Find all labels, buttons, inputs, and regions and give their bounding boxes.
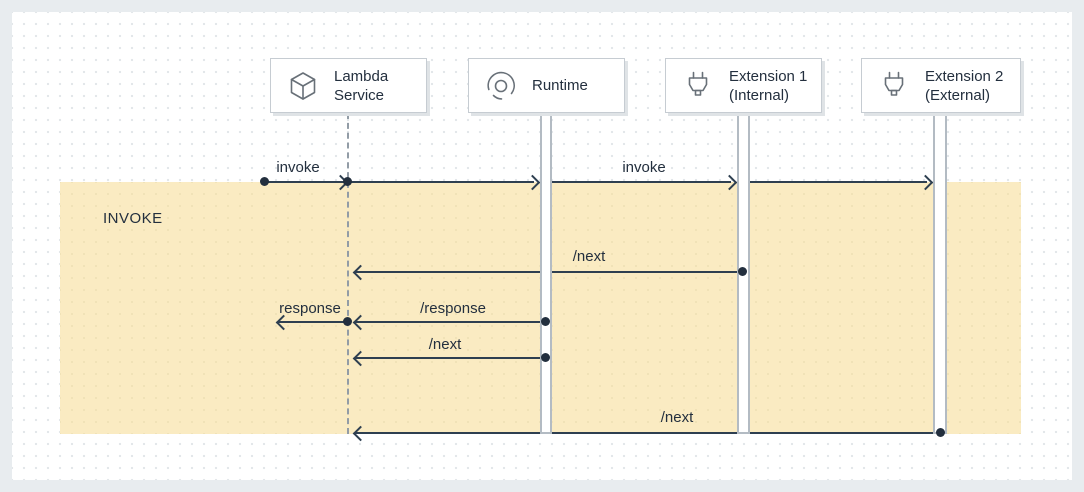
message-origin-dot (541, 353, 550, 362)
participant-label-line: (Internal) (729, 86, 790, 104)
arrow-invoke-to-extension-1 (552, 181, 731, 183)
participant-label-line: Runtime (532, 77, 588, 94)
message-label-next-from-runtime: /next (428, 336, 462, 353)
participant-runtime: Runtime (468, 58, 625, 113)
arrow-response-out (277, 321, 348, 323)
participant-label: Runtime (532, 76, 588, 95)
message-label-next-extension-2: /next (660, 409, 694, 426)
arrow-next-from-extension-2 (355, 432, 941, 434)
participant-lambda-service: Lambda Service (270, 58, 427, 113)
extension-2-activation-bar (933, 113, 947, 434)
message-origin-dot (541, 317, 550, 326)
participant-label-line: Service (334, 86, 385, 104)
message-origin-dot (738, 267, 747, 276)
message-origin-dot (343, 317, 352, 326)
message-label-response-from-runtime: /response (420, 300, 486, 317)
participant-label-line: (External) (925, 86, 991, 104)
plug-icon (688, 71, 708, 96)
participant-extension-1: Extension 1 (Internal) (665, 58, 822, 113)
runtime-activation-bar (540, 113, 552, 434)
arrow-next-from-runtime (355, 357, 546, 359)
arrow-invoke-to-extension-2 (750, 181, 927, 183)
participant-label: Extension 2 (External) (925, 67, 1003, 105)
participant-label-line: Extension 1 (729, 67, 808, 85)
cube-icon (290, 71, 316, 100)
message-label-response-out: response (279, 300, 341, 317)
lambda-service-lifeline (347, 113, 349, 434)
participant-label: Lambda Service (334, 67, 388, 105)
arrow-invoke-in (265, 181, 344, 183)
arrow-response-from-runtime (355, 321, 546, 323)
message-origin-dot (936, 428, 945, 437)
message-origin-dot (343, 177, 352, 186)
arrow-invoke-to-runtime (349, 181, 534, 183)
participant-label-line: Lambda (334, 67, 389, 85)
plug-icon (884, 71, 904, 96)
message-label-invoke-fanout: invoke (622, 159, 666, 176)
participant-extension-2: Extension 2 (External) (861, 58, 1021, 113)
participant-label-line: Extension 2 (925, 67, 1004, 85)
invoke-phase-label: INVOKE (103, 210, 163, 227)
participant-label: Extension 1 (Internal) (729, 67, 807, 105)
runtime-icon (487, 71, 515, 100)
message-origin-dot (260, 177, 269, 186)
message-label-next-extension-1: /next (572, 248, 606, 265)
message-label-invoke-in: invoke (276, 159, 320, 176)
